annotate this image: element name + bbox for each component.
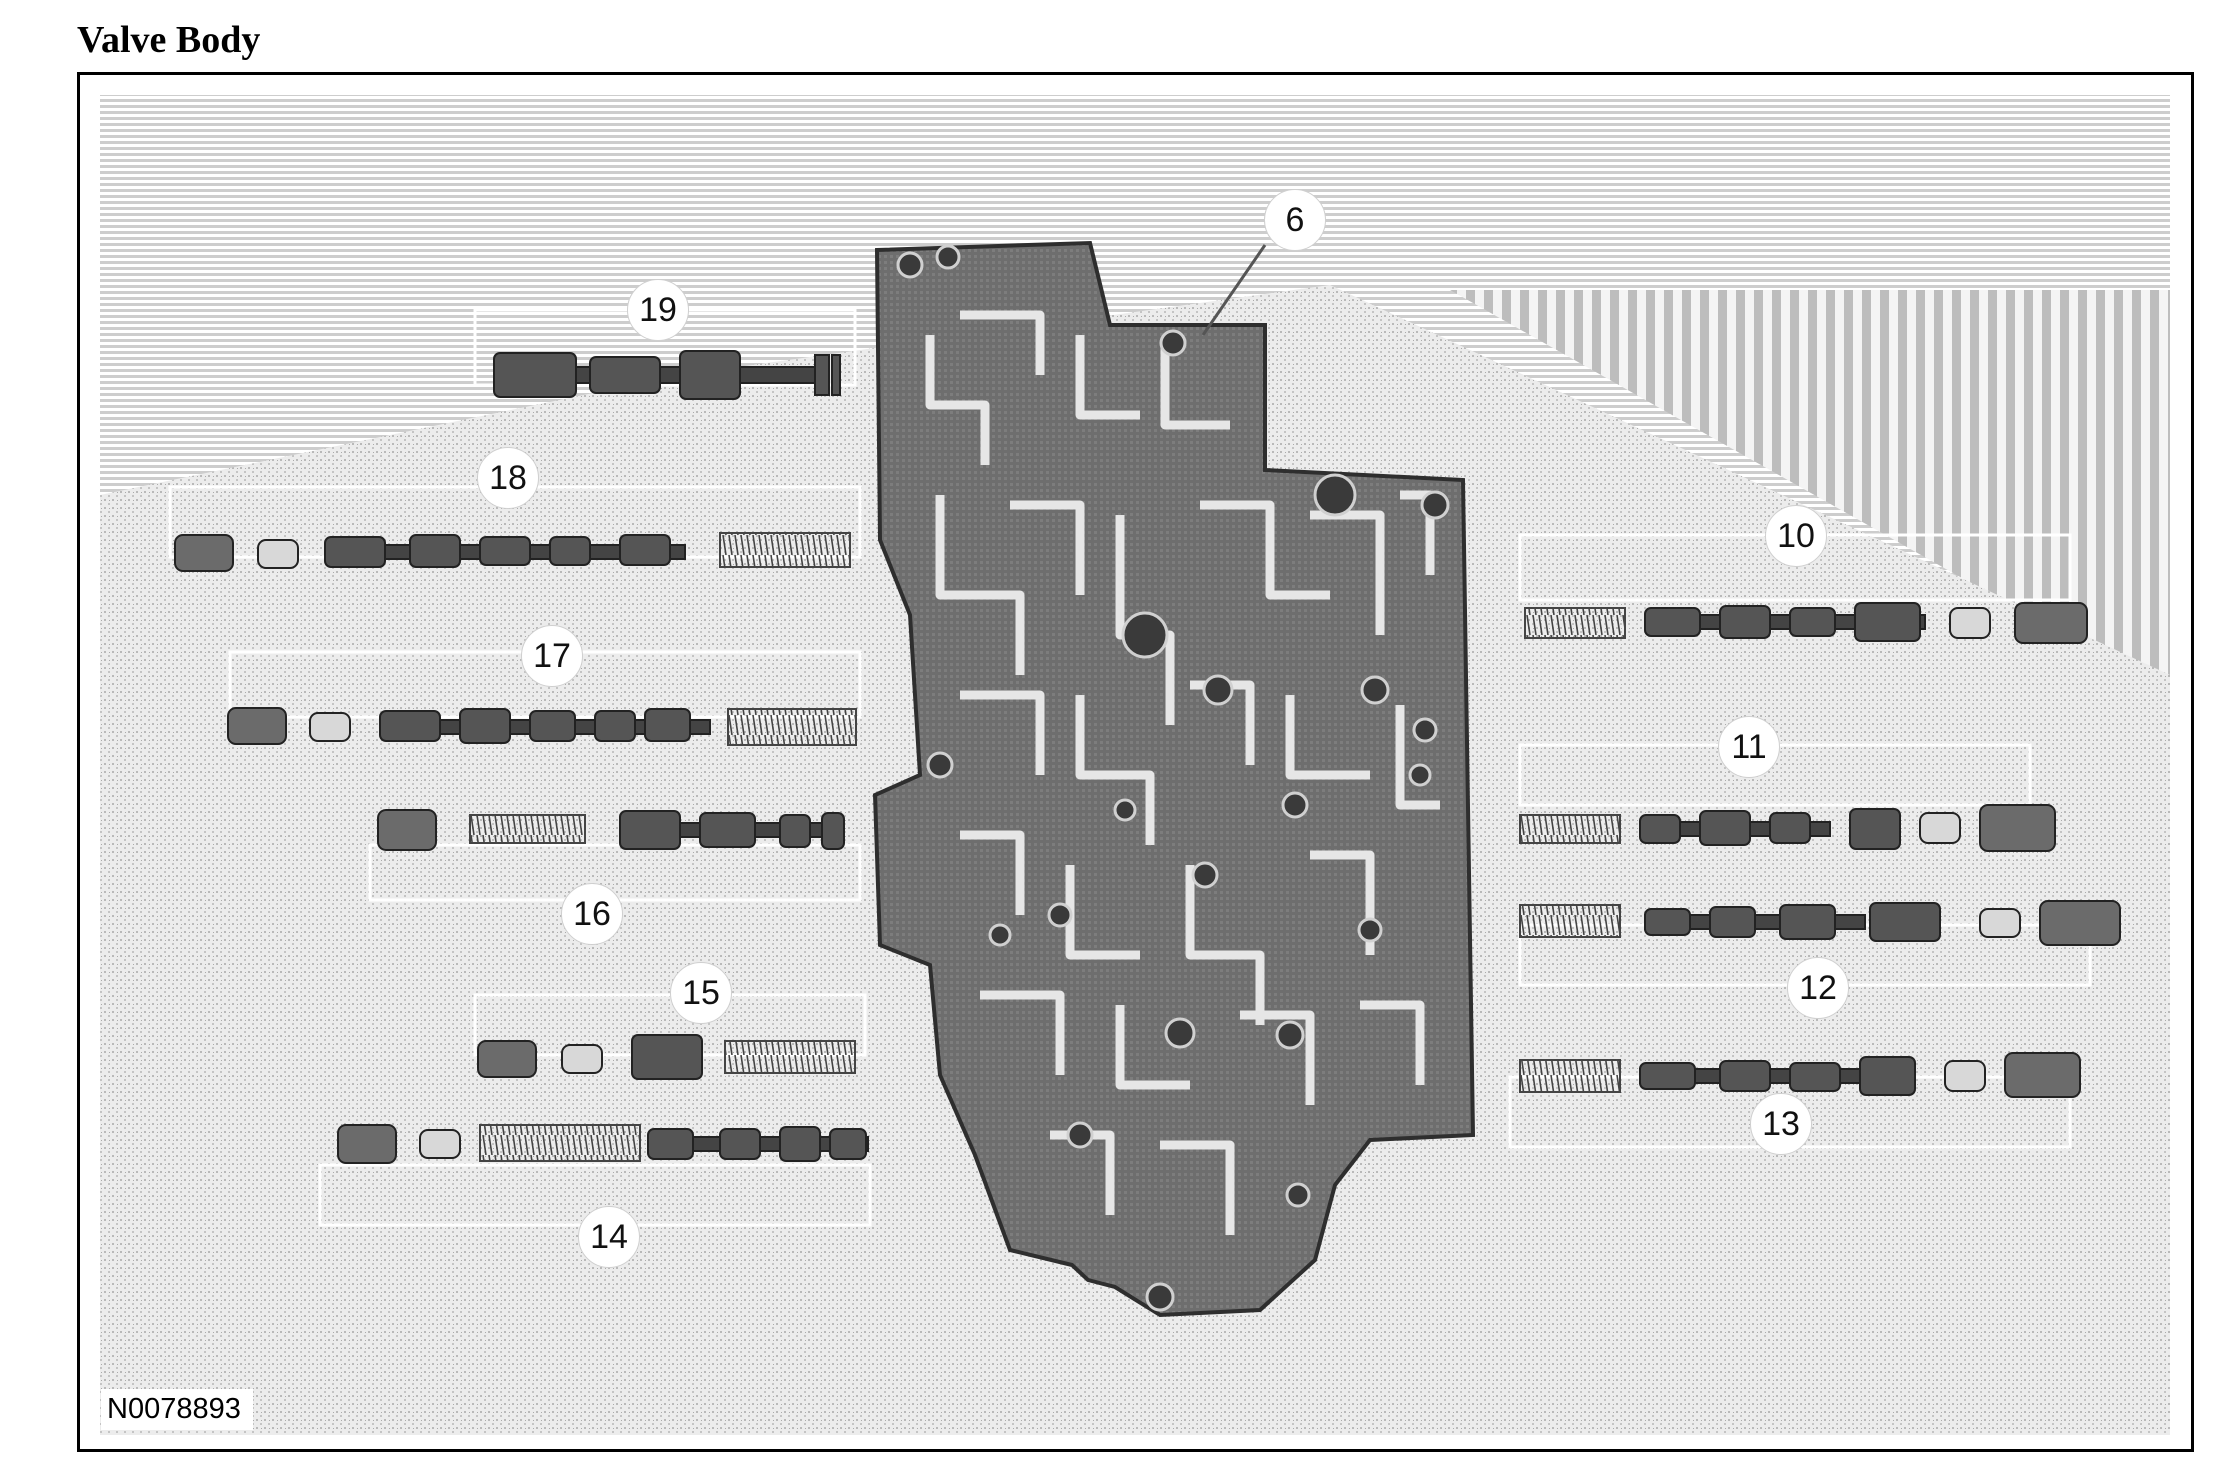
valve-assembly-17 [227,707,857,746]
callout-6: 6 [1264,189,1326,251]
leader-line-6 [1201,244,1267,336]
valve-assemblies [174,350,2121,1164]
callout-17: 17 [521,625,583,687]
callout-12: 12 [1787,957,1849,1019]
callout-13: 13 [1750,1093,1812,1155]
callout-11: 11 [1718,716,1780,778]
callout-10: 10 [1765,505,1827,567]
valve-assembly-16 [377,809,845,851]
callout-16: 16 [561,883,623,945]
callout-14: 14 [578,1206,640,1268]
valve-assembly-12 [1519,900,2121,946]
valve-body-illustration [100,95,2170,1435]
valve-body-casting [872,240,1476,1318]
valve-assembly-18 [174,532,851,572]
callout-18: 18 [477,447,539,509]
diagram-title: Valve Body [77,19,261,61]
callout-19: 19 [627,279,689,341]
valve-assembly-10 [1524,602,2088,644]
valve-assembly-19 [493,350,841,400]
valve-assembly-11 [1519,804,2056,852]
valve-assembly-14 [337,1124,869,1164]
valve-assembly-15 [477,1034,856,1080]
callout-15: 15 [670,962,732,1024]
figure-frame: 6 10 11 12 13 14 15 16 17 18 19 N0078893 [77,72,2194,1452]
figure-id: N0078893 [101,1389,253,1430]
valve-assembly-13 [1519,1052,2081,1098]
